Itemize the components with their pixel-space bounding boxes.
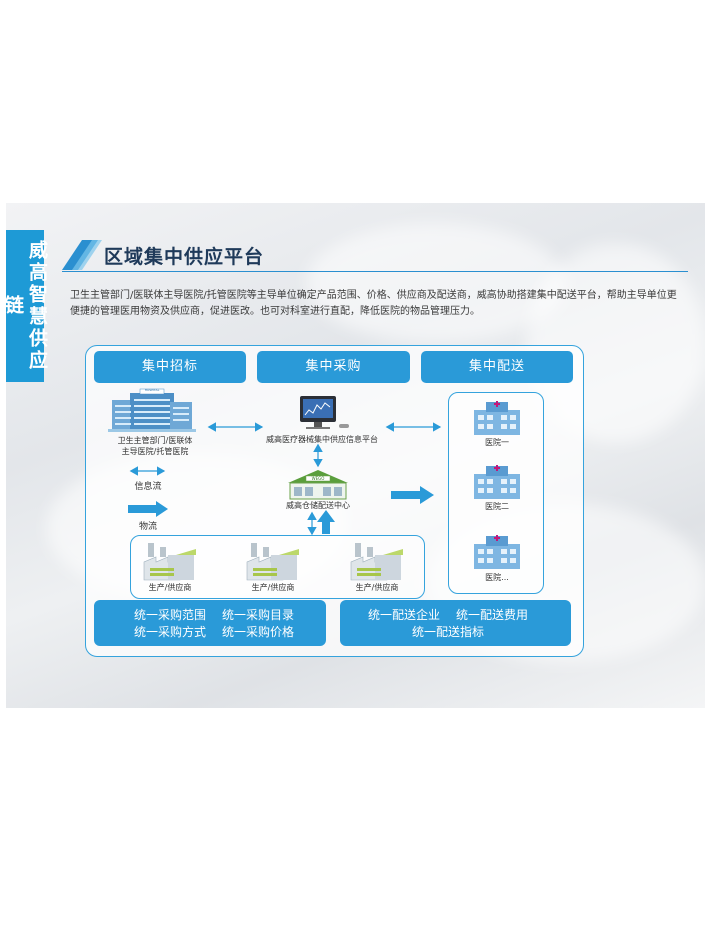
hospital-building-icon	[474, 535, 520, 569]
header-delivery: 集中配送	[421, 351, 573, 383]
legend-goods-flow: 物流	[138, 522, 157, 532]
summary-text: 统一配送指标	[412, 625, 485, 639]
summary-text: 统一配送费用	[456, 608, 529, 622]
summary-text: 统一采购范围	[134, 608, 207, 622]
title-slash-icon	[62, 240, 102, 270]
side-tab: 威高智慧供应链	[2, 230, 48, 382]
hospital-label: 医院一	[485, 438, 509, 447]
header-purchasing: 集中采购	[257, 351, 410, 383]
goods-arrow-delivery	[391, 486, 434, 504]
goods-arrow-up	[317, 510, 335, 534]
title-underline	[62, 271, 688, 272]
section-header: 区域集中供应平台	[62, 238, 688, 274]
description-text: 卫生主管部门/医联体主导医院/托管医院等主导单位确定产品范围、价格、供应商及配送…	[70, 290, 677, 317]
platform-label: 威高医疗器械集中供应信息平台	[266, 435, 378, 444]
hospital-label: 医院...	[485, 573, 509, 582]
authority-building-icon	[108, 388, 196, 432]
page-title: 区域集中供应平台	[104, 246, 265, 268]
supplier-label: 生产/供应商	[251, 583, 295, 592]
warehouse-building-icon	[288, 470, 348, 500]
summary-text: 统一采购价格	[222, 625, 295, 639]
hospital-sign: HOSPITAL	[144, 388, 160, 392]
bidding-summary-box: 统一采购范围 统一采购目录 统一采购方式 统一采购价格	[94, 600, 326, 646]
summary-text: 统一采购目录	[222, 608, 295, 622]
hospital-label: 医院二	[485, 502, 509, 511]
legend-goods-arrow	[128, 501, 168, 517]
delivery-summary-box: 统一配送企业 统一配送费用 统一配送指标	[340, 600, 571, 646]
warehouse-label: 威高仓储配送中心	[286, 501, 350, 510]
hospital-building-icon	[474, 401, 520, 435]
factory-icon	[143, 543, 196, 581]
factory-icon	[246, 543, 299, 581]
factory-icon	[350, 543, 403, 581]
supplier-label: 生产/供应商	[355, 583, 399, 592]
authority-label-line2: 主导医院/托管医院	[121, 447, 189, 456]
supplier-label: 生产/供应商	[148, 583, 192, 592]
platform-monitor-icon	[300, 396, 349, 429]
summary-text: 统一配送企业	[368, 608, 441, 622]
hospital-building-icon	[474, 465, 520, 499]
legend-info-flow: 信息流	[134, 482, 162, 492]
authority-label-line1: 卫生主管部门/医联体	[117, 436, 193, 445]
warehouse-sign: WEGO	[311, 476, 325, 481]
header-bidding: 集中招标	[94, 351, 246, 383]
summary-text: 统一采购方式	[134, 625, 207, 639]
